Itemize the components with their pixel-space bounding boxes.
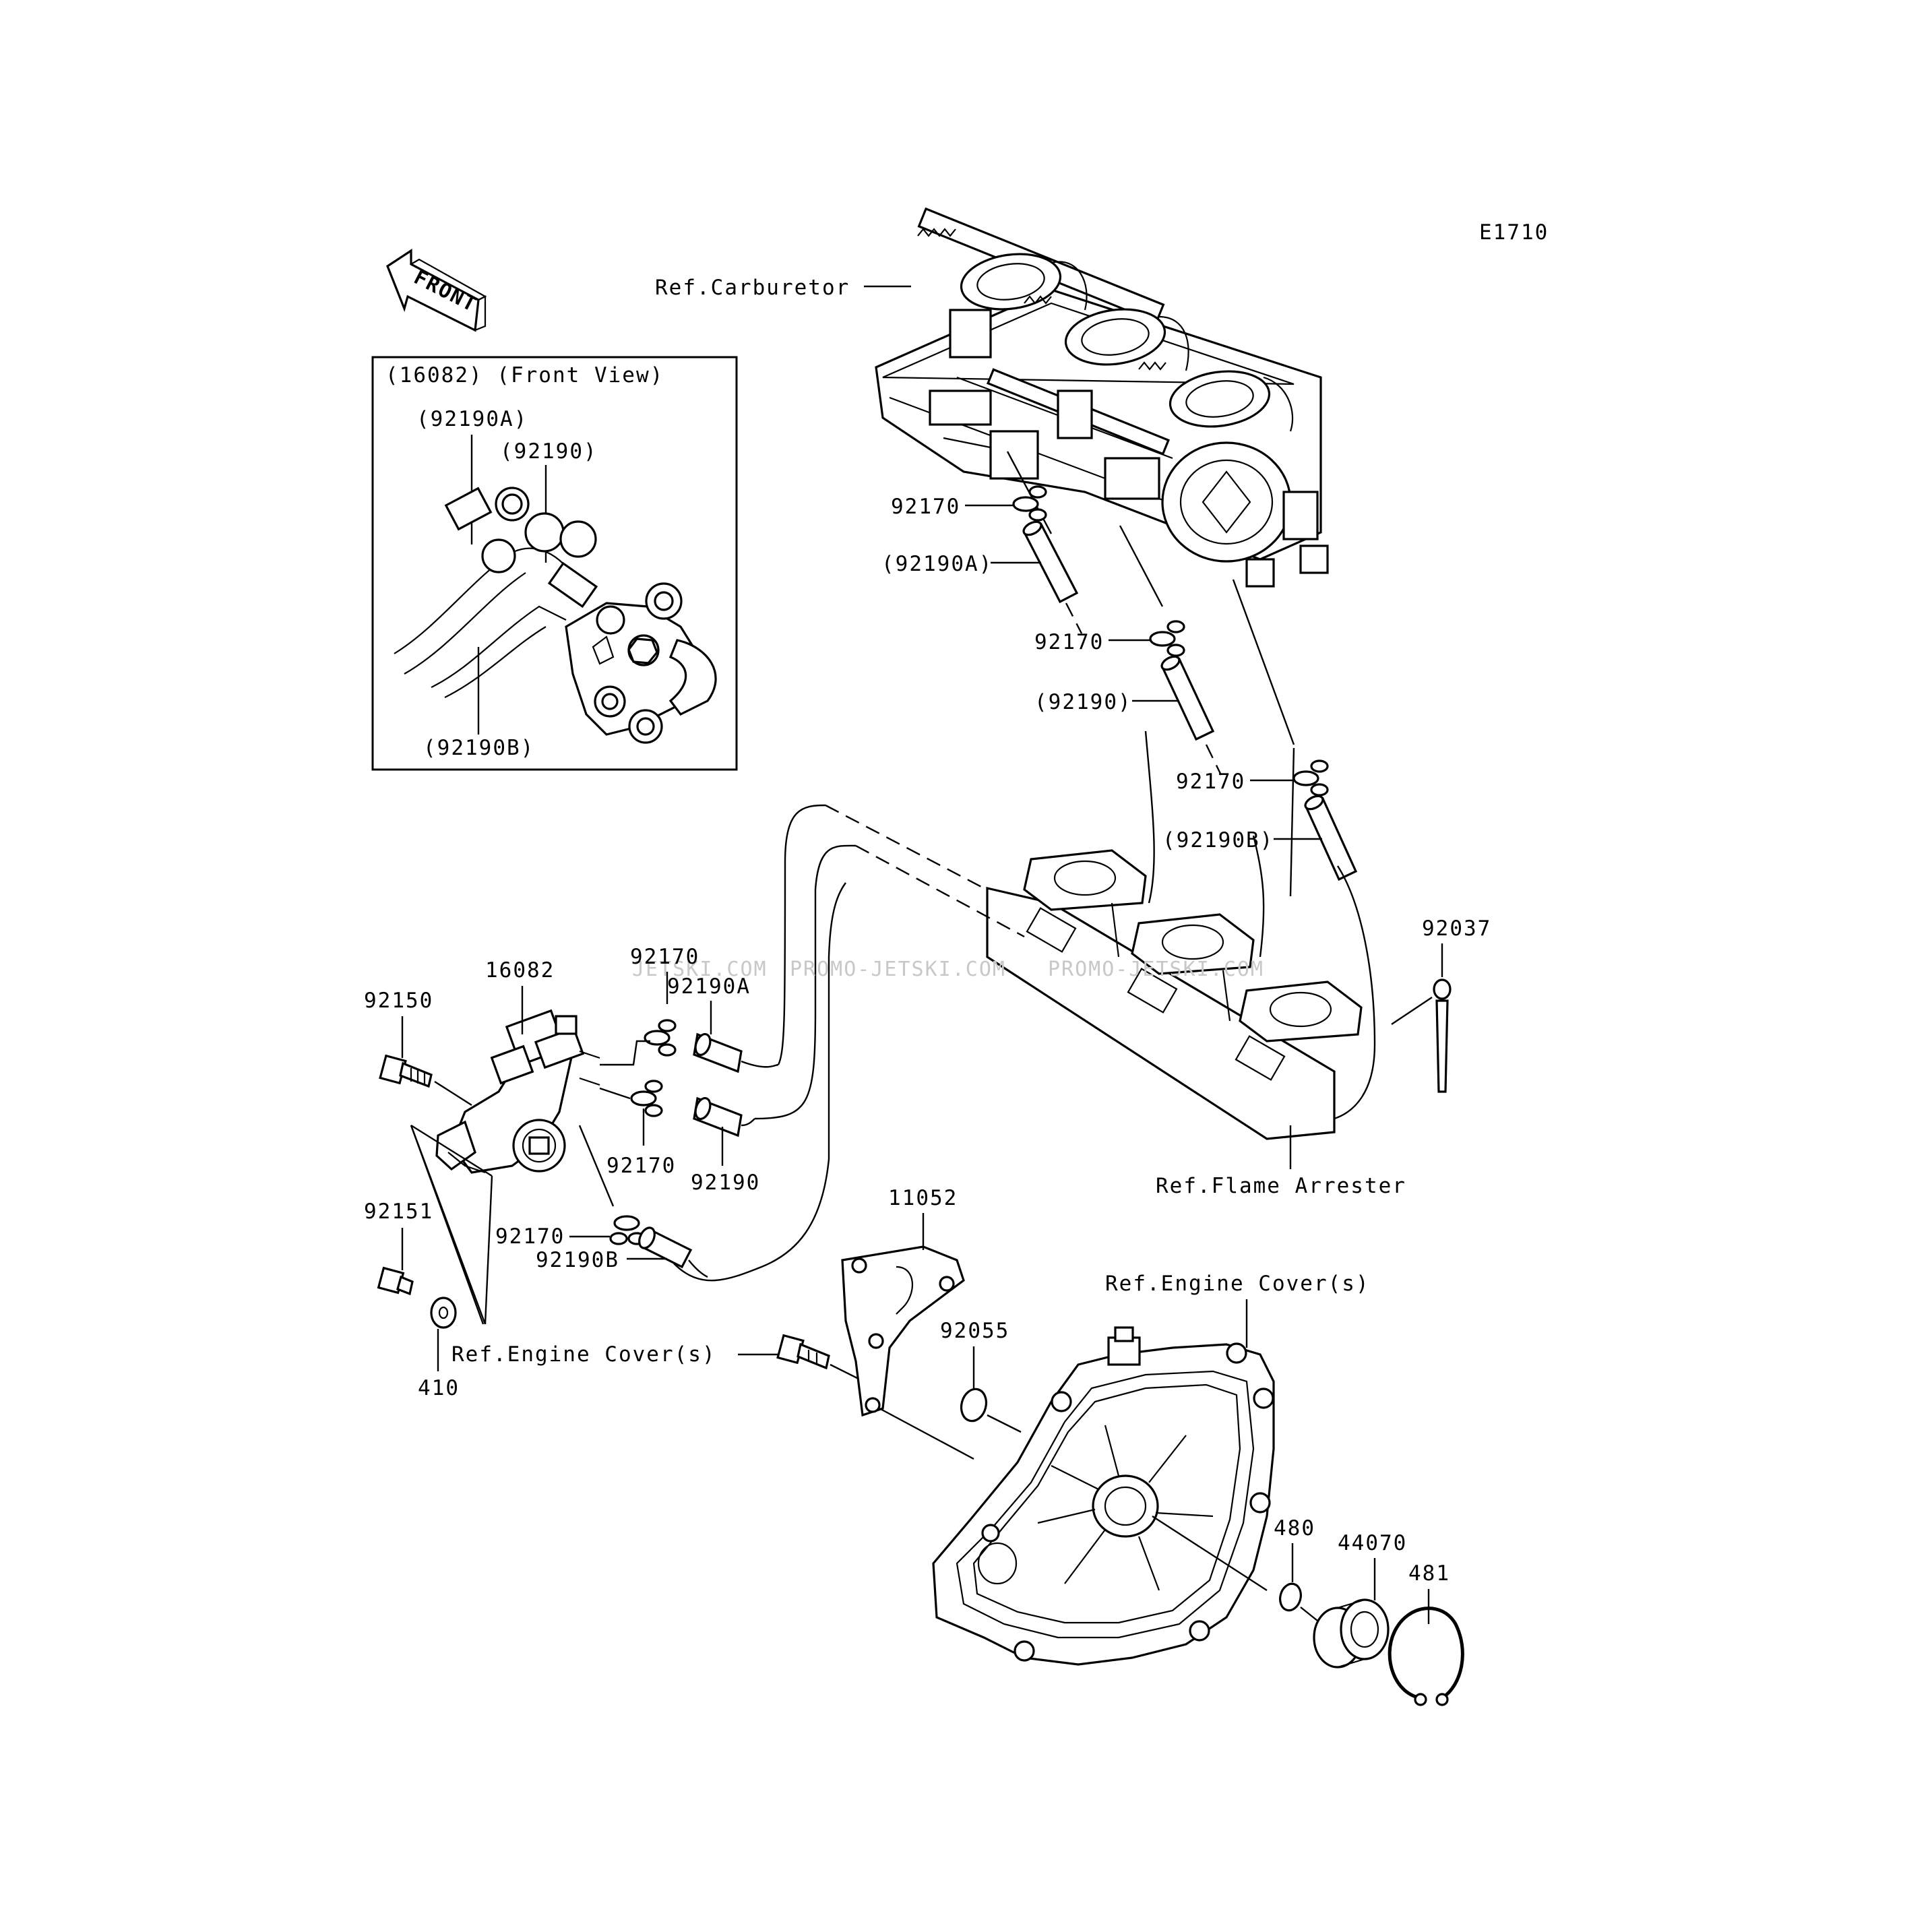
- label-92190a-paren: (92190A): [881, 552, 993, 576]
- label-92190: 92190: [691, 1171, 760, 1195]
- hose-92190-lower: [693, 1096, 743, 1138]
- label-92037: 92037: [1422, 916, 1491, 941]
- engine-cover: [932, 1326, 1275, 1666]
- watermark-3: PROMO-JETSKI.COM: [1048, 958, 1264, 981]
- watermark-1: JETSKI.COM: [632, 958, 768, 981]
- hose-clamp-92170-c: [1292, 759, 1329, 797]
- flame-arrester: [986, 849, 1363, 1140]
- hose-92190b: [1304, 794, 1358, 881]
- label-92190-paren: (92190): [1034, 690, 1132, 714]
- label-92170-c: 92170: [1176, 770, 1245, 794]
- hose-clamp-92170-a: [1012, 485, 1047, 522]
- diagram-code: E1710: [1479, 220, 1549, 245]
- bracket-11052: [841, 1245, 965, 1417]
- inset-front-view: (16082) (Front View) (92190A) (92190) (9…: [371, 356, 738, 771]
- label-480: 480: [1274, 1516, 1315, 1540]
- carburetor-assembly: [875, 207, 1329, 588]
- label-92190a: 92190A: [667, 974, 751, 999]
- bearing-44070: [1313, 1598, 1390, 1669]
- label-44070: 44070: [1338, 1531, 1407, 1555]
- hose-92190a-lower: [693, 1032, 743, 1073]
- inset-label-92190b: (92190B): [423, 736, 534, 760]
- label-ref-flame-arrester: Ref.Flame Arrester: [1156, 1174, 1406, 1198]
- label-92150: 92150: [364, 989, 433, 1013]
- label-481: 481: [1408, 1561, 1450, 1586]
- label-92170-b: 92170: [1034, 630, 1104, 654]
- bolt-92151: [377, 1266, 414, 1296]
- label-11052: 11052: [888, 1186, 958, 1210]
- oil-pump-16082: [435, 1009, 600, 1174]
- inset-label-92190: (92190): [500, 439, 598, 464]
- label-ref-engine-cover-right: Ref.Engine Cover(s): [1105, 1272, 1370, 1296]
- label-92190b: 92190B: [536, 1248, 619, 1272]
- pump-front-view-drawing: [394, 487, 717, 744]
- label-92151: 92151: [364, 1199, 433, 1224]
- label-ref-engine-cover-left: Ref.Engine Cover(s): [451, 1342, 716, 1367]
- label-410: 410: [418, 1376, 460, 1400]
- label-92170-f: 92170: [495, 1224, 565, 1249]
- snap-ring-480: [1279, 1582, 1302, 1612]
- inset-title: (16082) (Front View): [385, 363, 664, 387]
- label-ref-carburetor: Ref.Carburetor: [655, 276, 850, 300]
- inset-label-92190a: (92190A): [416, 407, 528, 431]
- watermark-2: PROMO-JETSKI.COM: [790, 958, 1006, 981]
- label-92170-e: 92170: [606, 1154, 676, 1178]
- hose-clamp-92170-d: [644, 1019, 677, 1057]
- bolt-92150: [379, 1054, 433, 1088]
- hose-92190b-lower: [638, 1226, 693, 1269]
- hose-92190a: [1022, 520, 1079, 604]
- label-92055: 92055: [940, 1319, 1009, 1343]
- front-arrow-icon: FRONT: [386, 249, 487, 332]
- label-92170-a: 92170: [891, 495, 960, 519]
- label-92170-d: 92170: [630, 945, 699, 969]
- washer-410: [430, 1297, 457, 1329]
- cable-tie-92037: [1433, 978, 1452, 1093]
- bolt-bracket: [776, 1334, 830, 1370]
- label-16082: 16082: [485, 958, 555, 983]
- hose-92190: [1160, 655, 1215, 741]
- hose-clamp-92170-e: [630, 1080, 663, 1117]
- circlip-481: [1388, 1607, 1464, 1706]
- hose-clamp-92170-b: [1149, 620, 1185, 657]
- o-ring-92055: [960, 1388, 988, 1423]
